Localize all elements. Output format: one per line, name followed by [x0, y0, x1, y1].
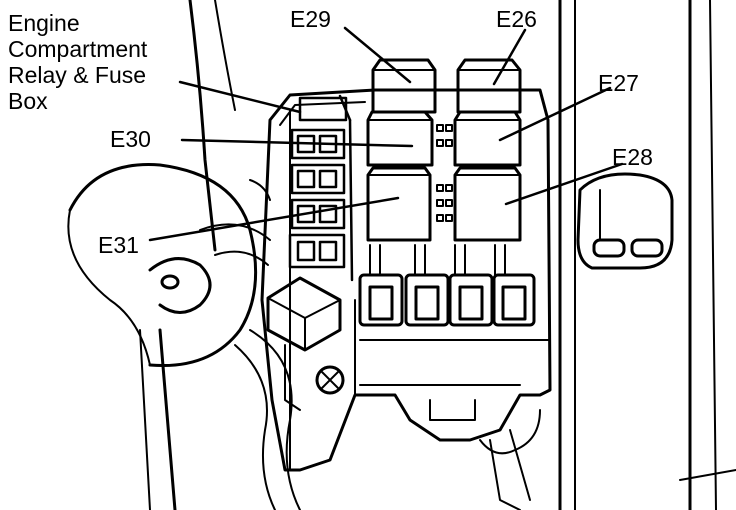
label-e30: E30 — [110, 126, 151, 152]
maxi-fuse-row — [358, 244, 536, 327]
relays — [366, 58, 522, 242]
title-line-1: Engine — [8, 10, 80, 36]
fusible-link-block — [266, 276, 345, 411]
fuse-box-housing — [260, 88, 552, 510]
label-e27: E27 — [598, 70, 639, 96]
title-line-2: Compartment — [8, 36, 148, 62]
diagram-title: Engine Compartment Relay & Fuse Box — [8, 10, 147, 114]
leader-lines — [148, 26, 624, 242]
title-line-3: Relay & Fuse — [8, 62, 147, 88]
title-line-4: Box — [8, 88, 48, 114]
label-e31: E31 — [98, 232, 139, 258]
label-e29: E29 — [290, 6, 331, 32]
mini-fuse-column — [288, 94, 354, 282]
label-e26: E26 — [496, 6, 537, 32]
label-e28: E28 — [612, 144, 653, 170]
side-bracket — [576, 172, 674, 270]
